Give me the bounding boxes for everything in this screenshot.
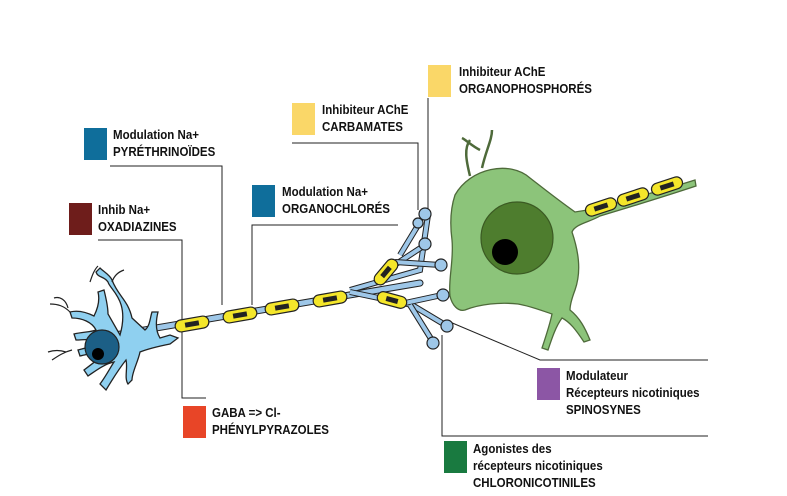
- green-nucleolus: [492, 239, 518, 265]
- swatch-carbamates: [292, 103, 315, 135]
- label-chloronicotiniles-line3: CHLORONICOTINILES: [473, 476, 596, 490]
- swatch-gaba: [183, 406, 206, 438]
- label-carbamates-line1: Inhibiteur AChE: [322, 103, 409, 117]
- swatch-oxadiazines: [69, 203, 92, 235]
- myelin-segments: [174, 290, 348, 333]
- axon: [111, 279, 424, 339]
- blue-nucleus: [84, 329, 120, 365]
- swatch-pyrethrinoides: [84, 128, 107, 160]
- swatch-spinosynes: [537, 368, 560, 400]
- label-organochlores-line2: ORGANOCHLORÉS: [282, 202, 390, 216]
- connector-chloronicotiniles: [441, 335, 708, 437]
- label-gaba-line1: GABA => Cl-: [212, 406, 281, 420]
- label-organophosphores: Inhibiteur AChE ORGANOPHOSPHORÉS: [459, 64, 592, 98]
- connector-pyrethrinoides: [110, 165, 223, 305]
- label-chloronicotiniles: Agonistes des récepteurs nicotiniques CH…: [473, 441, 603, 492]
- label-pyrethrinoides-line2: PYRÉTHRINOÏDES: [113, 145, 216, 159]
- connector-gaba: [181, 330, 206, 399]
- label-spinosynes-line3: SPINOSYNES: [566, 403, 641, 417]
- label-pyrethrinoides-line1: Modulation Na+: [113, 128, 199, 142]
- green-axon-myelin: [584, 176, 684, 217]
- label-chloronicotiniles-line2: récepteurs nicotiniques: [473, 459, 603, 473]
- label-spinosynes: Modulateur Récepteurs nicotiniques SPINO…: [566, 368, 700, 419]
- connector-lines: [98, 98, 708, 437]
- blue-nucleolus: [92, 348, 104, 360]
- green-nucleus: [480, 201, 554, 275]
- axon-terminals: [349, 207, 454, 350]
- label-organophosphores-line1: Inhibiteur AChE: [459, 65, 546, 79]
- label-spinosynes-line2: Récepteurs nicotiniques: [566, 386, 700, 400]
- swatch-organophosphores: [428, 65, 451, 97]
- swatch-organochlores: [252, 185, 275, 217]
- label-pyrethrinoides: Modulation Na+ PYRÉTHRINOÏDES: [113, 127, 215, 161]
- label-gaba: GABA => Cl- PHÉNYLPYRAZOLES: [212, 405, 329, 439]
- label-organochlores-line1: Modulation Na+: [282, 185, 368, 199]
- label-carbamates-line2: CARBAMATES: [322, 120, 403, 134]
- label-oxadiazines-line1: Inhib Na+: [98, 203, 151, 217]
- connector-spinosynes: [449, 321, 708, 361]
- label-oxadiazines: Inhib Na+ OXADIAZINES: [98, 202, 177, 236]
- blue-neuron: [47, 265, 180, 392]
- swatch-chloronicotiniles: [444, 441, 467, 473]
- label-oxadiazines-line2: OXADIAZINES: [98, 220, 177, 234]
- connector-oxadiazines: [98, 239, 183, 325]
- label-gaba-line2: PHÉNYLPYRAZOLES: [212, 423, 329, 437]
- label-organochlores: Modulation Na+ ORGANOCHLORÉS: [282, 184, 390, 218]
- connector-organochlores: [251, 224, 398, 305]
- label-chloronicotiniles-line1: Agonistes des: [473, 442, 552, 456]
- label-spinosynes-line1: Modulateur: [566, 369, 628, 383]
- label-organophosphores-line2: ORGANOPHOSPHORÉS: [459, 82, 592, 96]
- label-carbamates: Inhibiteur AChE CARBAMATES: [322, 102, 408, 136]
- connector-carbamates: [292, 142, 419, 210]
- green-neuron: [448, 129, 697, 351]
